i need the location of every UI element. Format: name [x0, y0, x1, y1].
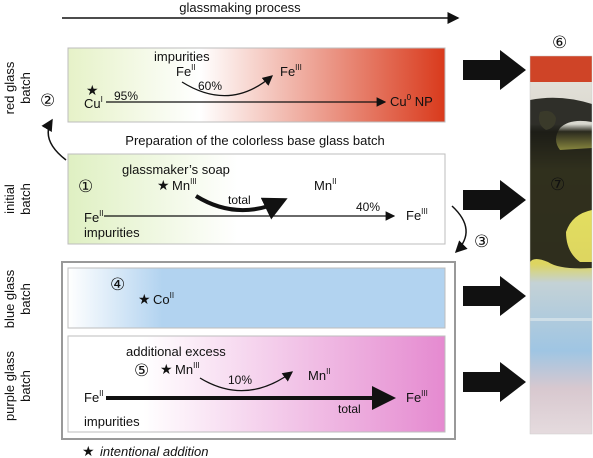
red-fe-arrow	[181, 75, 273, 97]
purple-side-label-1: purple glass	[2, 350, 17, 421]
circled-3: ③	[474, 232, 489, 251]
process-label: glassmaking process	[179, 0, 301, 15]
initial-number: ①	[78, 177, 93, 196]
glass-photo	[529, 55, 593, 435]
initial-mn-arrow	[194, 194, 288, 220]
red-side-label-2: batch	[18, 72, 33, 104]
red-impurities-label: impurities	[154, 49, 210, 64]
initial-side-label-1: initial	[2, 184, 17, 214]
red-pct-60: 60%	[198, 79, 222, 93]
blue-batch-box	[67, 267, 446, 329]
circled-2: ②	[40, 91, 55, 110]
initial-pct-40: 40%	[356, 200, 380, 214]
red-fe2-label: FeII	[176, 63, 196, 79]
initial-batch-box	[67, 153, 446, 245]
red-side-label-1: red glass	[2, 61, 17, 114]
legend-star-icon: ★	[82, 443, 95, 458]
initial-total-label: total	[228, 193, 251, 207]
red-pct-95: 95%	[114, 89, 138, 103]
purple-mn-arrow	[199, 371, 294, 392]
blue-number: ④	[110, 275, 125, 294]
red-fe3-label: FeIII	[280, 63, 302, 79]
purple-batch-box	[67, 335, 446, 433]
purple-mn3-label: MnIII	[175, 361, 200, 377]
prep-label: Preparation of the colorless base glass …	[125, 133, 384, 148]
initial-fe3-label: FeIII	[406, 207, 428, 223]
purple-number: ⑤	[134, 361, 149, 380]
red-cu1-label: CuI	[84, 95, 103, 111]
arrow-to-colored	[451, 205, 468, 254]
initial-side-label-2: batch	[18, 183, 33, 215]
purple-total-label: total	[338, 402, 361, 416]
blue-side-label-2: batch	[18, 283, 33, 315]
purple-side-label-2: batch	[18, 370, 33, 402]
colored-batches-outline	[61, 261, 456, 440]
legend-text: intentional addition	[100, 444, 208, 458]
initial-mn2-label: MnII	[314, 177, 337, 193]
purple-pct-10: 10%	[228, 373, 252, 387]
purple-impurities-label: impurities	[84, 414, 140, 429]
arrow-initial-to-photo	[463, 180, 526, 220]
initial-fe2-label: FeII	[84, 209, 104, 225]
initial-star-icon: ★	[157, 177, 170, 193]
circled-7: ⑦	[550, 175, 565, 194]
initial-soap-label: glassmaker’s soap	[122, 162, 230, 177]
initial-mn3-label: MnIII	[172, 177, 197, 193]
purple-mn2-label: MnII	[308, 367, 331, 383]
purple-excess-label: additional excess	[126, 344, 226, 359]
blue-co-label: CoII	[153, 291, 174, 307]
arrow-blue-to-photo	[463, 276, 526, 316]
blue-side-label-1: blue glass	[2, 269, 17, 328]
purple-fe2-label: FeII	[84, 389, 104, 405]
circled-6: ⑥	[552, 33, 567, 52]
red-batch-box	[67, 47, 446, 123]
blue-star-icon: ★	[138, 291, 151, 307]
purple-fe3-label: FeIII	[406, 389, 428, 405]
arrow-red-to-photo	[463, 50, 526, 90]
arrow-to-red	[41, 118, 67, 161]
red-cu0-label: Cu0 NP	[390, 93, 433, 109]
purple-star-icon: ★	[160, 361, 173, 377]
arrow-purple-to-photo	[463, 362, 526, 402]
red-star-icon: ★	[86, 82, 99, 98]
initial-impurities-label: impurities	[84, 225, 140, 240]
